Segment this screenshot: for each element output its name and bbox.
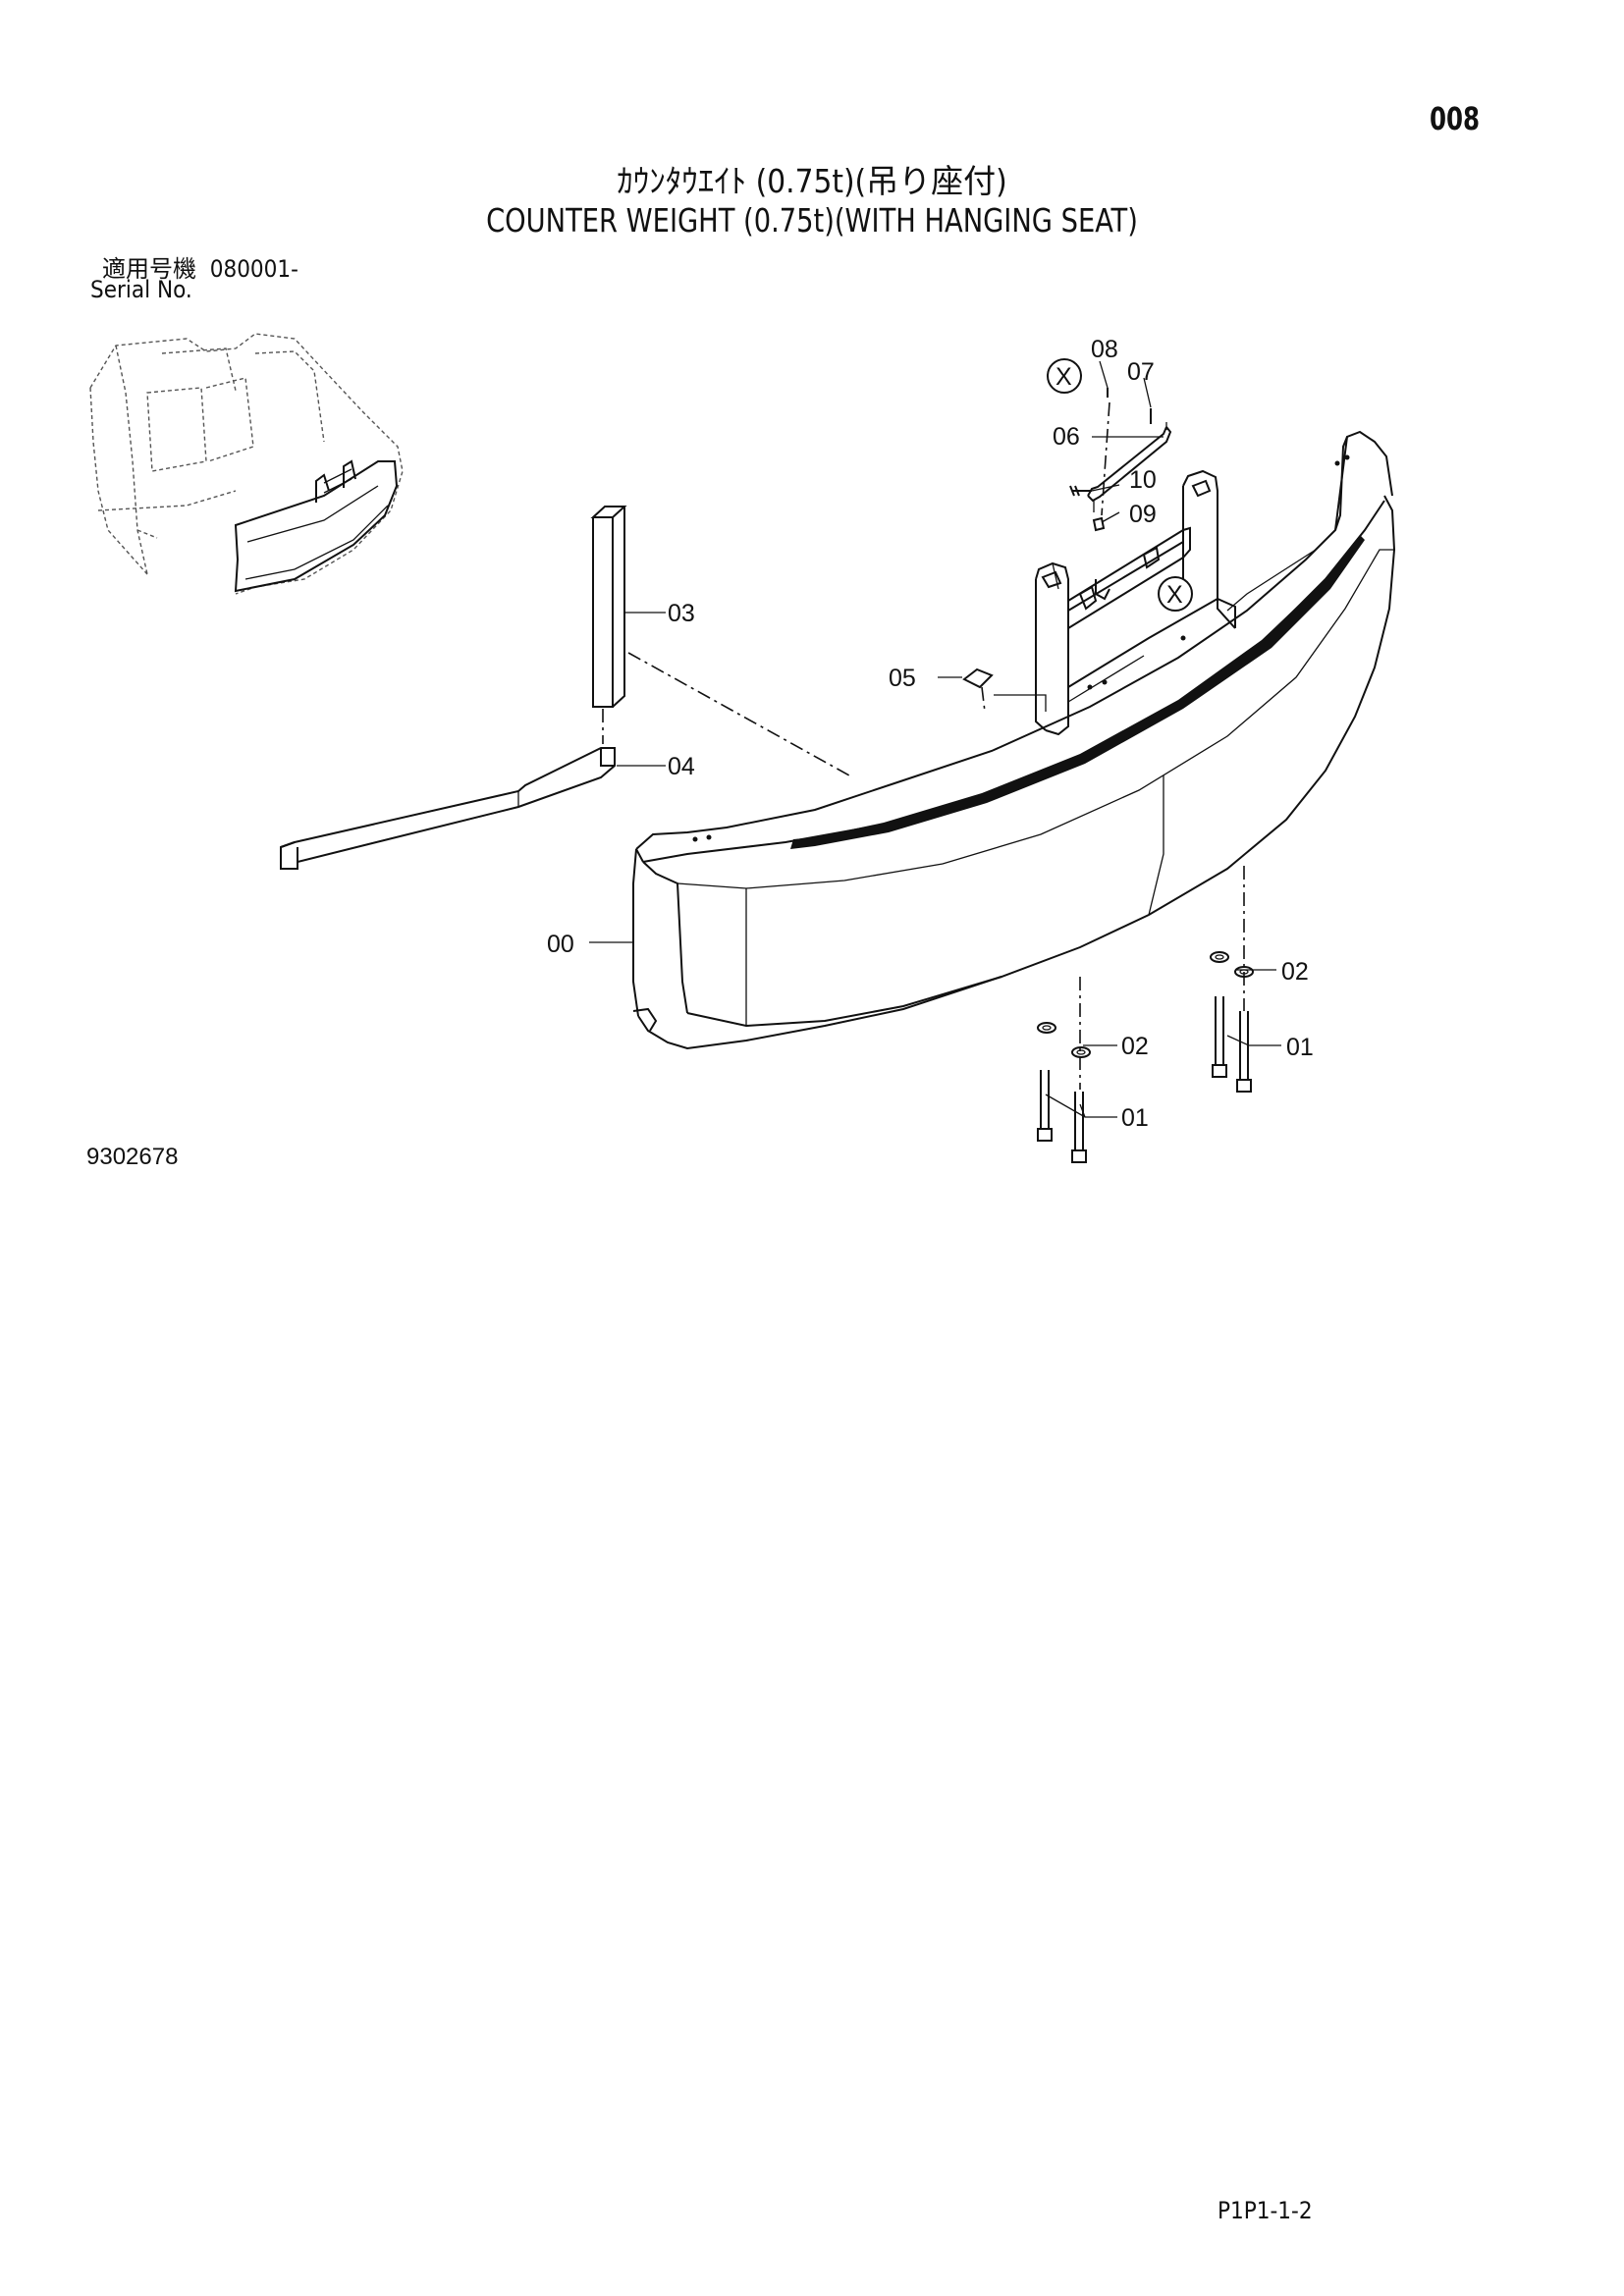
part-09-nut xyxy=(1092,516,1106,532)
callout-03: 03 xyxy=(668,600,695,627)
title-english: COUNTER WEIGHT (0.75t)(WITH HANGING SEAT… xyxy=(486,201,1138,240)
callout-09: 09 xyxy=(1129,501,1157,528)
centerline-03-to-weight xyxy=(627,652,850,776)
marker-x-top-label: X xyxy=(1056,363,1072,391)
callout-00: 00 xyxy=(547,931,574,958)
bolts-and-washers-right xyxy=(1210,866,1254,1093)
centerline-pins xyxy=(1101,401,1110,516)
marker-x-bracket-label: X xyxy=(1166,581,1183,609)
leader-lines xyxy=(589,360,1281,1118)
part-00-counter-weight xyxy=(632,430,1396,1050)
callout-06: 06 xyxy=(1053,423,1080,451)
callout-02-left: 02 xyxy=(1121,1033,1149,1060)
part-03-spacer-block xyxy=(590,506,627,708)
hanging-pin-tab xyxy=(1095,579,1110,601)
serial-label-english: Serial No. xyxy=(90,276,192,303)
excavator-location-thumbnail xyxy=(89,333,404,595)
callout-04: 04 xyxy=(668,753,695,780)
centerline-05 xyxy=(981,686,986,713)
serial-value: 080001- xyxy=(209,255,298,283)
hanging-seat-bracket xyxy=(994,469,1236,736)
part-04-bent-bar xyxy=(280,747,616,870)
callout-05: 05 xyxy=(889,665,916,692)
serial-label-jp: 適用号機 xyxy=(102,255,196,283)
bolts-and-washers-left xyxy=(1037,977,1091,1163)
callout-10: 10 xyxy=(1129,466,1157,494)
callout-07: 07 xyxy=(1127,358,1155,386)
reference-marker-x-bracket xyxy=(1158,576,1193,612)
callout-01-left: 01 xyxy=(1121,1104,1149,1132)
serial-label-japanese: 適用号機 080001- xyxy=(102,249,298,284)
drawing-number: 9302678 xyxy=(86,1144,179,1170)
page-number: 008 xyxy=(1430,100,1481,137)
callout-02-right: 02 xyxy=(1281,958,1309,986)
page-code: P1P1-1-2 xyxy=(1218,2197,1313,2224)
callout-01-right: 01 xyxy=(1286,1034,1314,1061)
part-10-bolt xyxy=(1069,485,1092,497)
callout-08: 08 xyxy=(1091,336,1118,363)
title-japanese: ｶｳﾝﾀｳｴｲﾄ (0.75t)(吊り座付) xyxy=(617,162,1007,200)
part-05-plate xyxy=(962,667,994,689)
reference-marker-x-top xyxy=(1047,358,1082,394)
